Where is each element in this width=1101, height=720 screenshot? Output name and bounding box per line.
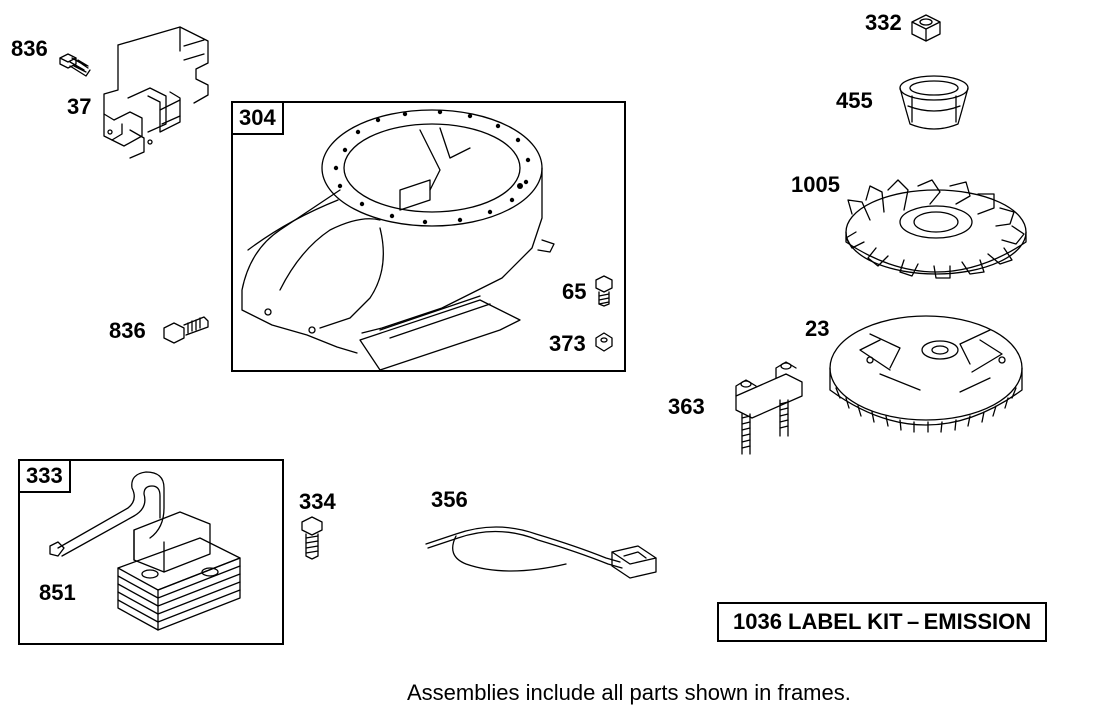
blower-housing-304-drawing [241,109,555,371]
wire-356-drawing [425,526,657,579]
nut-373-drawing [595,332,613,352]
part-label-65: 65 [562,279,587,304]
part-label-1005: 1005 [791,172,840,197]
assembly-frame-333 [18,459,284,645]
nut-332-drawing [911,14,941,42]
part-label-332: 332 [865,10,902,35]
part-label-836-top: 836 [11,36,48,61]
armature-333-drawing [49,471,241,631]
bolt-836-mid-drawing [163,316,209,344]
armature-bracket-363-drawing [735,361,803,455]
part-label-334: 334 [299,489,336,514]
part-label-363: 363 [668,394,705,419]
cup-455-drawing [899,75,969,130]
bolt-65-drawing [595,275,613,307]
bolt-334-drawing [301,516,323,560]
part-label-356: 356 [431,487,468,512]
part-label-373: 373 [549,331,586,356]
label-kit-emission-box: 1036 LABEL KIT – EMISSION [717,602,1048,642]
part-label-455: 455 [836,88,873,113]
part-label-37: 37 [67,94,92,119]
frame-tag-304: 304 [231,101,284,135]
frames-footnote: Assemblies include all parts shown in fr… [407,680,851,705]
fan-1005-drawing [845,179,1027,279]
frame-tag-333: 333 [18,459,71,493]
bolt-836-top-drawing [59,53,91,77]
part-label-851: 851 [39,580,76,605]
bracket-37-drawing [103,26,209,159]
part-label-836-mid: 836 [109,318,146,343]
assembly-frame-304 [231,101,626,372]
flywheel-23-drawing [829,315,1023,433]
part-label-23: 23 [805,316,830,341]
